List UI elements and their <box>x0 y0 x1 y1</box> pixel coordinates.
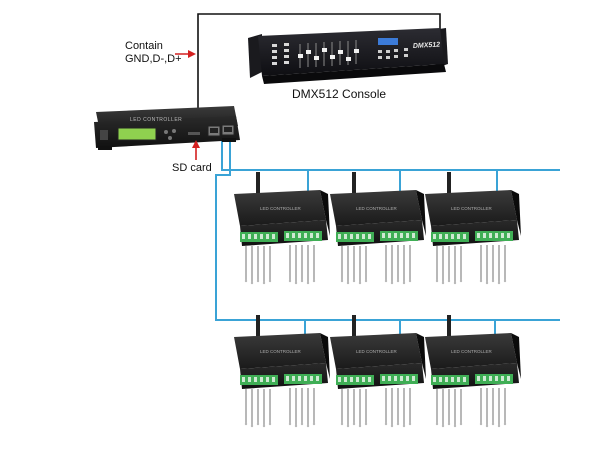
signal-arrow <box>175 50 196 58</box>
console-caption: DMX512 Console <box>292 87 387 101</box>
slave-controller-label: LED CONTROLLER <box>356 206 398 211</box>
console-brand-text: DMX512 <box>413 42 441 50</box>
slave-controller: LED CONTROLLER <box>424 171 522 285</box>
slave-controller: LED CONTROLLER <box>424 314 522 428</box>
slave-controller: LED CONTROLLER <box>329 171 427 285</box>
slave-controller-label: LED CONTROLLER <box>451 349 493 354</box>
data-lines <box>215 140 560 335</box>
sd-card-arrow <box>192 140 200 160</box>
slave-controller-label: LED CONTROLLER <box>356 349 398 354</box>
main-led-controller: LED CONTROLLER <box>94 106 240 150</box>
sd-card-label: SD card <box>172 162 212 174</box>
slave-controller: LED CONTROLLER <box>329 314 427 428</box>
dmx-cable <box>197 13 441 108</box>
slave-controller-label: LED CONTROLLER <box>260 206 302 211</box>
dmx512-console: DMX512 <box>248 28 448 84</box>
signals-label: GND,D-,D+ <box>125 53 182 65</box>
slave-controller: LED CONTROLLER <box>233 171 331 285</box>
contain-label: Contain <box>125 40 163 52</box>
slave-controller: LED CONTROLLER <box>233 314 331 428</box>
main-controller-label: LED CONTROLLER <box>130 117 182 123</box>
slave-controller-label: LED CONTROLLER <box>451 206 493 211</box>
slave-controller-label: LED CONTROLLER <box>260 349 302 354</box>
